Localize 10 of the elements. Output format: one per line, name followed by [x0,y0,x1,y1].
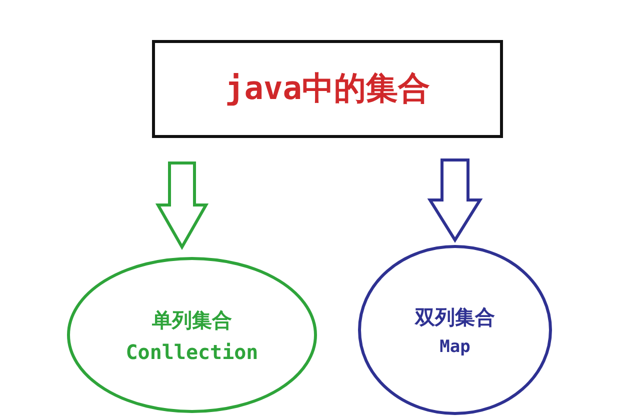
block-arrow [155,162,209,250]
node-subtitle: Map [440,336,470,356]
ellipse-node [358,245,552,415]
title-box [152,40,503,138]
node-title: java中的集合 [224,68,430,109]
node-title: 双列集合 [415,304,495,330]
node-subtitle: Conllection [126,340,258,364]
ellipse-node [67,257,317,413]
block-arrow [427,158,483,243]
node-title: 单列集合 [152,306,232,334]
